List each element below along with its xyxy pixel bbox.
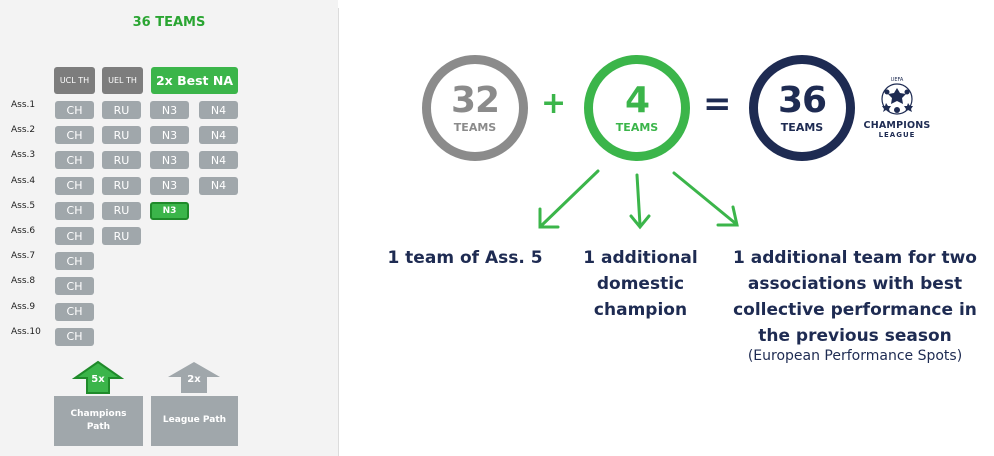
- circle-4-number: 4: [624, 80, 650, 121]
- association-label: Ass.9: [11, 301, 36, 312]
- slot-chip-n3: N3: [150, 151, 189, 170]
- slot-chip-n3: N3: [150, 126, 189, 145]
- header-best-na: 2x Best NA: [151, 67, 238, 94]
- desc-european-performance: 1 additional team for two associations w…: [724, 245, 986, 349]
- association-label: Ass.4: [11, 175, 36, 186]
- association-label: Ass.6: [11, 226, 36, 236]
- league-path-box: League Path: [151, 396, 238, 446]
- slot-chip-ch: CH: [55, 101, 94, 119]
- slot-chip-ch: CH: [55, 176, 94, 195]
- slot-chip-ru: RU: [102, 151, 141, 170]
- slot-chip-ru: RU: [102, 126, 141, 145]
- champions-path-box: Champions Path: [54, 396, 143, 446]
- slot-chip-n4: N4: [199, 101, 238, 119]
- desc-european-line: 1 additional team for two: [733, 248, 977, 268]
- slot-chip-n4: N4: [199, 151, 238, 170]
- uefa-logo-text: UEFA: [891, 77, 904, 83]
- panel-divider: [338, 8, 339, 456]
- league-arrow-label: 2x: [187, 374, 201, 385]
- logo-champions-text: CHAMPIONS: [863, 120, 931, 131]
- desc-domestic-line: champion: [593, 300, 688, 320]
- slot-chip-n4: N4: [199, 126, 238, 145]
- desc-team-of-ass5: 1 team of Ass. 5: [387, 248, 543, 268]
- circle-36-number: 36: [777, 80, 827, 121]
- association-label: Ass.3: [11, 150, 36, 161]
- slot-chip-ch: CH: [55, 252, 94, 271]
- slot-chip-ru: RU: [102, 101, 141, 119]
- slot-chip-ch: CH: [55, 302, 94, 321]
- slot-chip-n4: N4: [199, 176, 238, 195]
- header-ucl-th: UCL TH: [54, 67, 95, 94]
- circle-36-teams: 36 TEAMS: [749, 55, 855, 161]
- circle-36-label: TEAMS: [780, 121, 824, 134]
- equals-sign: =: [703, 84, 732, 124]
- association-label: Ass.10: [11, 326, 41, 337]
- slot-chip-n3: N3: [150, 101, 189, 119]
- slot-chip-ch: CH: [55, 201, 94, 220]
- circle-32-teams: 32 TEAMS: [422, 55, 528, 161]
- plus-sign: +: [541, 86, 567, 121]
- header-uel-th: UEL TH: [102, 67, 143, 94]
- slot-chip-ch: CH: [55, 227, 94, 245]
- desc-domestic-line: domestic: [596, 274, 685, 294]
- association-label: Ass.7: [11, 251, 36, 262]
- desc-european-line: associations with best: [747, 274, 963, 294]
- slot-chip-n3-highlighted: N3: [150, 201, 189, 220]
- slot-chip-ch: CH: [55, 277, 94, 296]
- circle-4-teams: 4 TEAMS: [584, 55, 690, 161]
- slot-chip-ch: CH: [55, 327, 94, 346]
- association-label: Ass.2: [11, 125, 36, 136]
- league-arrow-icon: [168, 362, 220, 393]
- left-title: 36 TEAMS: [132, 15, 206, 30]
- champions-arrow-icon: [72, 360, 124, 394]
- distribution-arrows-icon: [538, 169, 739, 230]
- desc-european-line: collective performance in: [733, 300, 977, 320]
- slot-chip-ch: CH: [55, 151, 94, 170]
- champions-arrow-label: 5x: [91, 374, 105, 385]
- circle-4-label: TEAMS: [615, 121, 659, 134]
- champions-league-logo-icon: UEFA: [881, 77, 913, 115]
- association-label: Ass.1: [11, 100, 36, 110]
- logo-league-text: LEAGUE: [878, 131, 916, 139]
- slot-chip-n3: N3: [150, 176, 189, 195]
- association-label: Ass.5: [11, 200, 36, 211]
- desc-domestic-champion: 1 additional domestic champion: [568, 245, 713, 323]
- slot-chip-ru: RU: [102, 176, 141, 195]
- slot-chip-ch: CH: [55, 126, 94, 145]
- association-label: Ass.8: [11, 276, 36, 287]
- desc-domestic-line: 1 additional: [583, 248, 698, 268]
- desc-european-sub: (European Performance Spots): [747, 348, 963, 364]
- circle-32-number: 32: [450, 80, 500, 121]
- circle-32-label: TEAMS: [453, 121, 497, 134]
- slot-chip-ru: RU: [102, 201, 141, 220]
- desc-european-line: the previous season: [758, 326, 952, 346]
- slot-chip-ru: RU: [102, 227, 141, 245]
